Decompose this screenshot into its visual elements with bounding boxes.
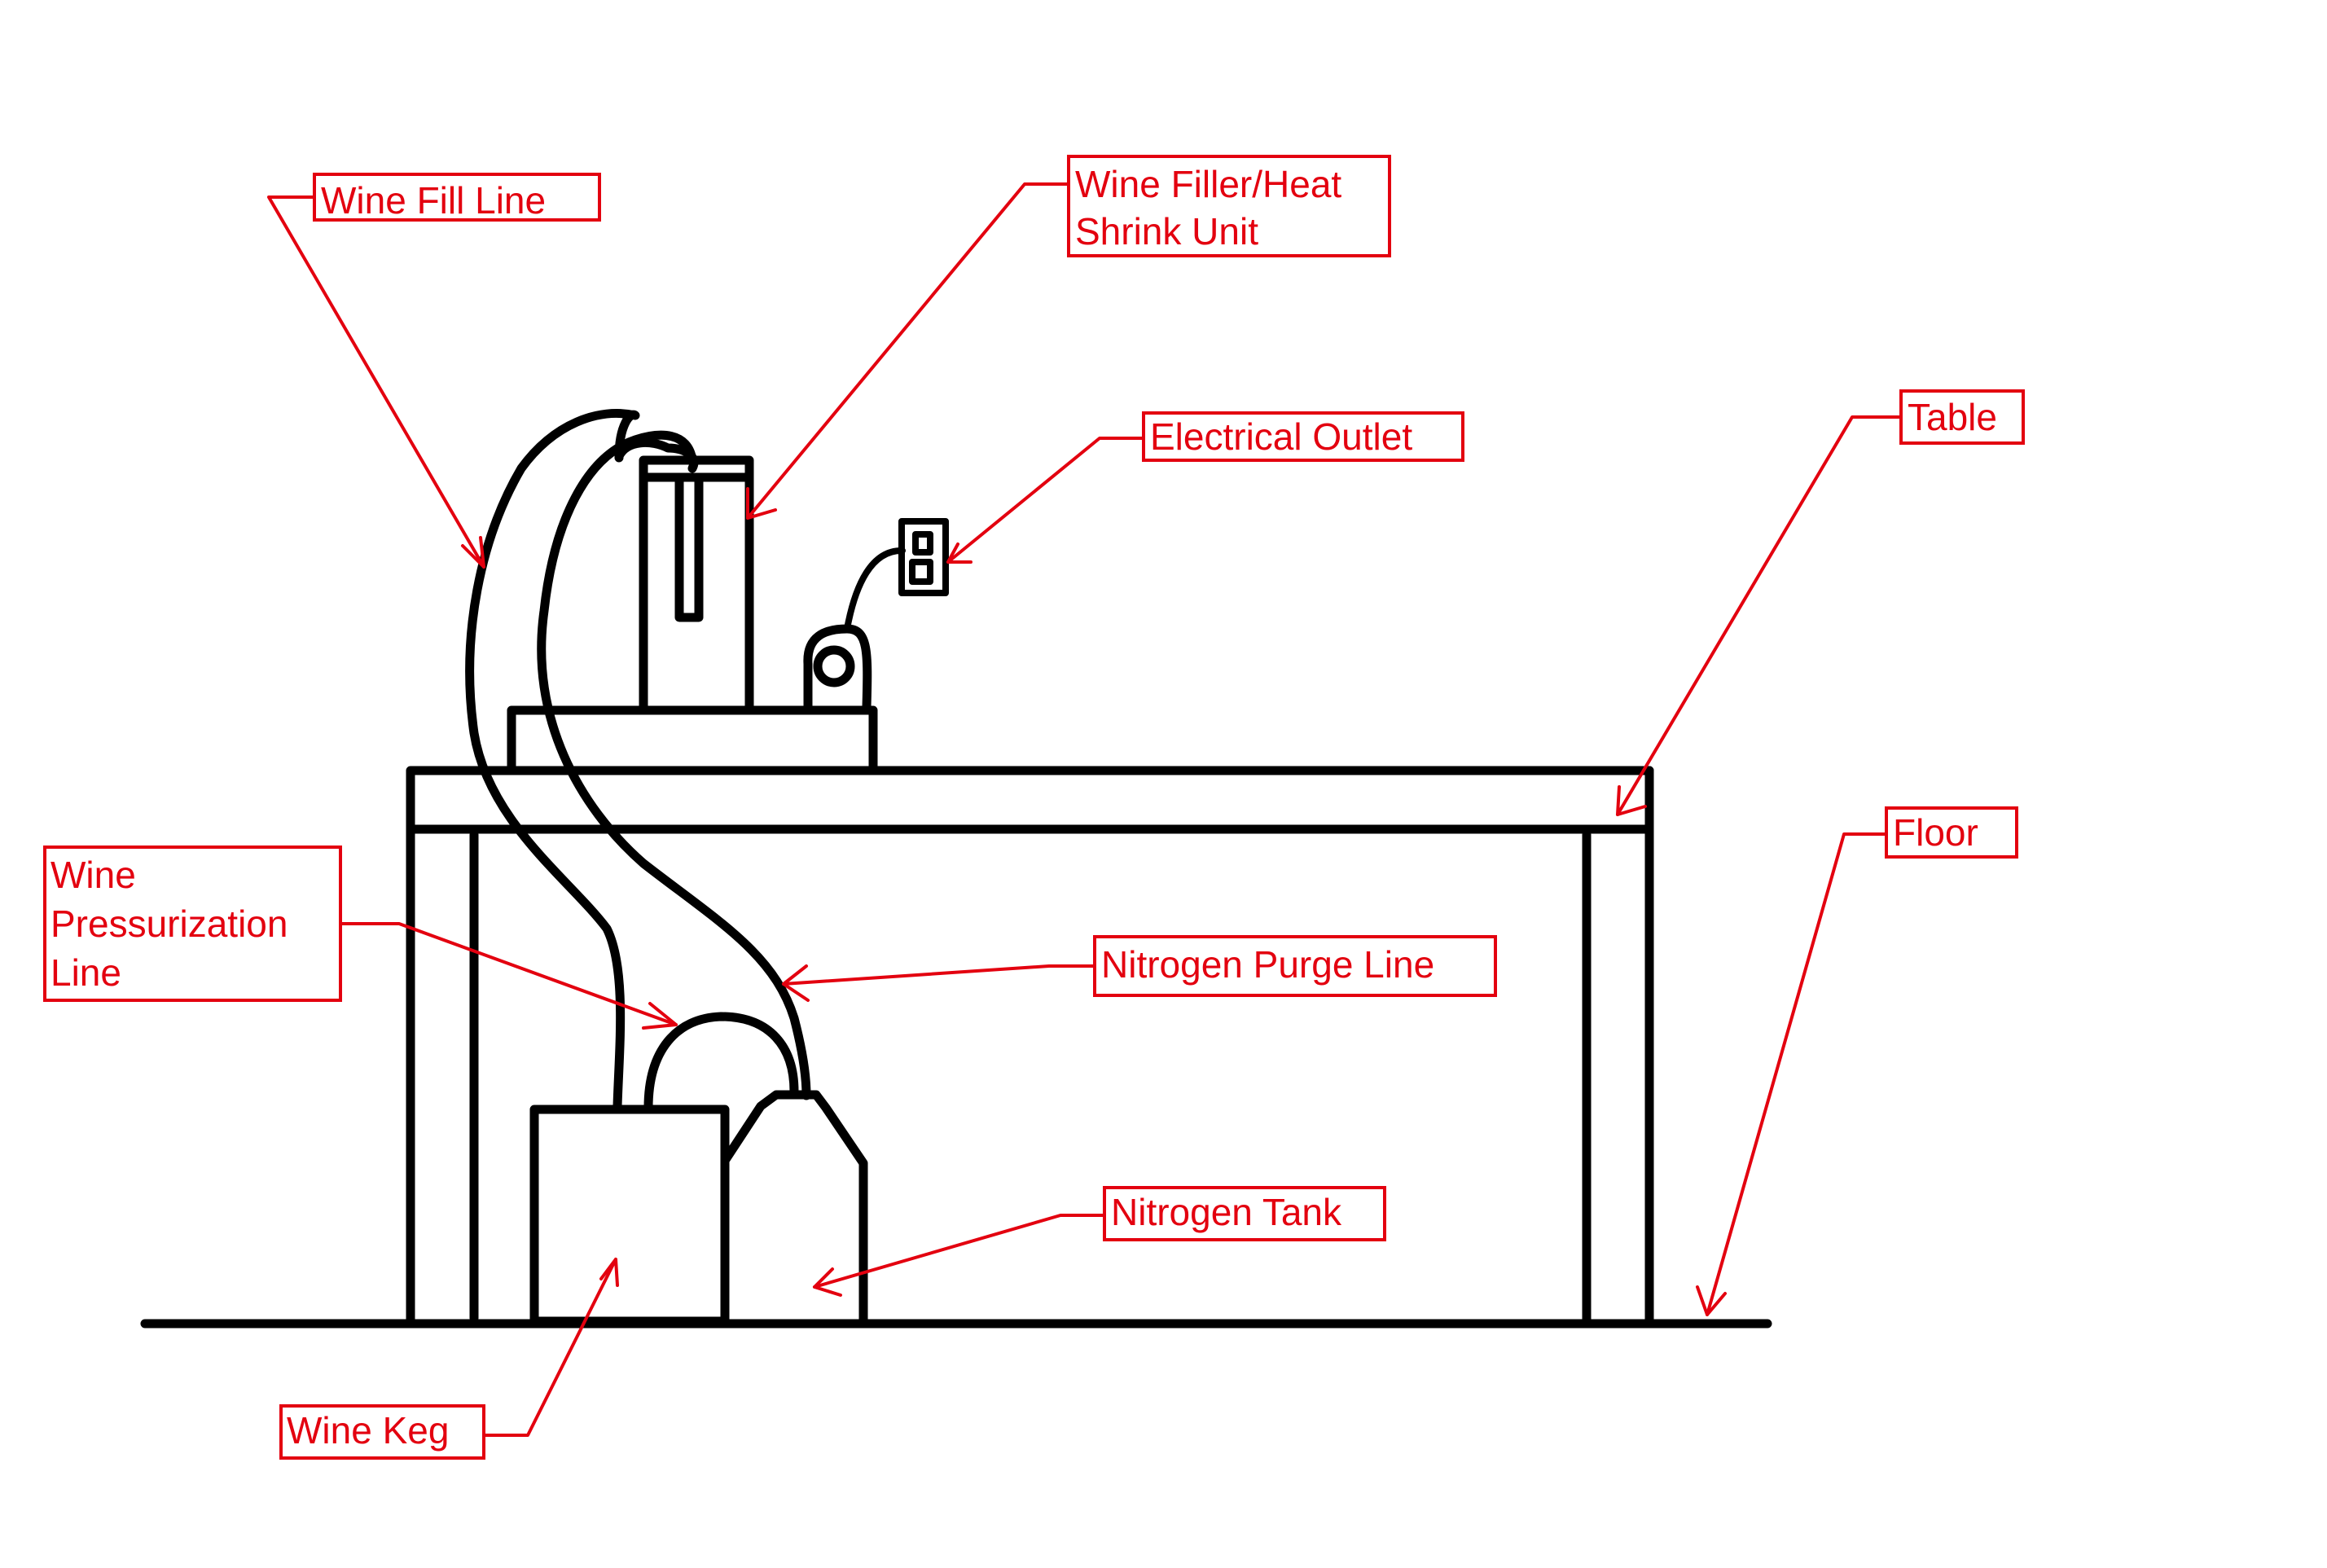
label-wine-filler-line1: Wine Filler/Heat bbox=[1075, 163, 1341, 205]
label-nitrogen-purge-line: Nitrogen Purge Line bbox=[1101, 943, 1434, 986]
label-table: Table bbox=[1908, 396, 1997, 438]
nitrogen-tank bbox=[720, 1090, 868, 1326]
label-floor: Floor bbox=[1893, 811, 1978, 854]
wine-fill-line-hose bbox=[465, 409, 699, 1111]
wine-keg bbox=[529, 1105, 730, 1326]
nitrogen-purge-line-hose bbox=[537, 430, 811, 1100]
label-wine-pressurization-line2: Pressurization bbox=[50, 903, 288, 945]
callout-wine-filler-heat-shrink-unit: Wine Filler/Heat Shrink Unit bbox=[746, 155, 1391, 520]
callout-table: Table bbox=[1616, 389, 2025, 816]
label-wine-pressurization-line1: Wine bbox=[50, 854, 136, 896]
label-wine-pressurization-line3: Line bbox=[50, 951, 121, 994]
electrical-outlet bbox=[898, 518, 949, 596]
wine-pressurization-line-hose bbox=[643, 1012, 799, 1113]
callout-nitrogen-purge-line: Nitrogen Purge Line bbox=[782, 935, 1497, 1002]
callout-wine-keg: Wine Keg bbox=[279, 1258, 619, 1460]
callout-nitrogen-tank: Nitrogen Tank bbox=[813, 1186, 1386, 1297]
label-nitrogen-tank: Nitrogen Tank bbox=[1111, 1191, 1342, 1233]
label-wine-keg: Wine Keg bbox=[287, 1409, 449, 1452]
label-wine-fill-line: Wine Fill Line bbox=[321, 179, 546, 222]
callout-floor: Floor bbox=[1696, 806, 2018, 1316]
label-electrical-outlet: Electrical Outlet bbox=[1150, 415, 1412, 458]
callout-electrical-outlet: Electrical Outlet bbox=[946, 411, 1464, 564]
label-wine-filler-line2: Shrink Unit bbox=[1075, 210, 1258, 253]
wine-filler-heat-shrink-unit bbox=[507, 455, 906, 772]
callout-wine-pressurization-line: Wine Pressurization Line bbox=[43, 845, 678, 1030]
callout-wine-fill-line: Wine Fill Line bbox=[267, 173, 601, 569]
table bbox=[406, 766, 1654, 1324]
